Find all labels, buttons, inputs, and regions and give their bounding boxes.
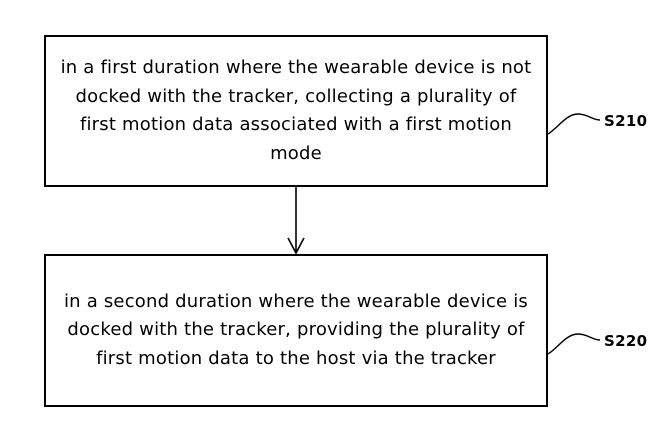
step-box-s220: in a second duration where the wearable … — [44, 254, 548, 407]
step-label-s220: S220 — [604, 332, 648, 350]
leader-line-s210 — [547, 113, 601, 135]
leader-line-s220 — [547, 333, 601, 355]
flow-arrow-head — [287, 237, 305, 255]
step-label-s210: S210 — [604, 112, 648, 130]
step-text-s210: in a first duration where the wearable d… — [60, 57, 532, 164]
step-box-s210: in a first duration where the wearable d… — [44, 35, 548, 187]
step-text-s220: in a second duration where the wearable … — [63, 290, 529, 369]
